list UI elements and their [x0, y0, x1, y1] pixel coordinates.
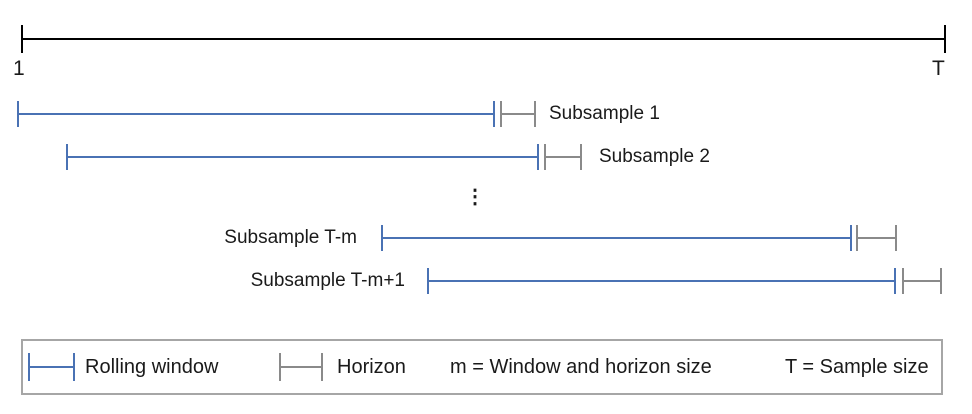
horizon-bar: [904, 280, 942, 282]
subsample-label: Subsample T-m+1: [250, 270, 405, 291]
timeline-end-tick: [944, 25, 946, 53]
legend-m-definition: m = Window and horizon size: [450, 356, 712, 378]
rolling-window-bar: [67, 156, 539, 158]
rolling-window-bar: [382, 237, 852, 239]
horizon-bar: [546, 156, 582, 158]
horizon-bar: [858, 237, 897, 239]
subsample-label: Subsample 2: [599, 146, 710, 167]
window-end-tick: [894, 268, 896, 294]
window-end-tick: [537, 144, 539, 170]
window-end-tick: [493, 101, 495, 127]
subsample-label: Subsample 1: [549, 103, 660, 124]
timeline-end-label: T: [932, 57, 945, 80]
legend-horizon-label: Horizon: [337, 356, 406, 378]
legend: Rolling window Horizon m = Window and ho…: [21, 339, 943, 395]
subsample-row: Subsample T-m+1: [0, 268, 972, 294]
horizon-start-tick: [856, 225, 858, 251]
horizon-end-tick: [940, 268, 942, 294]
vertical-ellipsis: ⋮: [465, 186, 485, 208]
horizon-end-tick: [580, 144, 582, 170]
subsample-row: Subsample 1: [0, 101, 972, 127]
horizon-start-tick: [902, 268, 904, 294]
timeline-start-tick: [21, 25, 23, 53]
horizon-end-tick: [895, 225, 897, 251]
horizon-end-tick: [534, 101, 536, 127]
horizon-bar: [502, 113, 536, 115]
timeline-line: [22, 38, 946, 40]
rolling-window-bar: [428, 280, 896, 282]
horizon-start-tick: [544, 144, 546, 170]
rolling-window-bar: [18, 113, 495, 115]
legend-rolling-window-label: Rolling window: [85, 356, 219, 378]
timeline-start-label: 1: [13, 57, 25, 80]
horizon-start-tick: [500, 101, 502, 127]
subsample-label: Subsample T-m: [224, 227, 357, 248]
legend-t-definition: T = Sample size: [785, 356, 929, 378]
subsample-row: Subsample 2: [0, 144, 972, 170]
window-end-tick: [850, 225, 852, 251]
subsample-row: Subsample T-m: [0, 225, 972, 251]
